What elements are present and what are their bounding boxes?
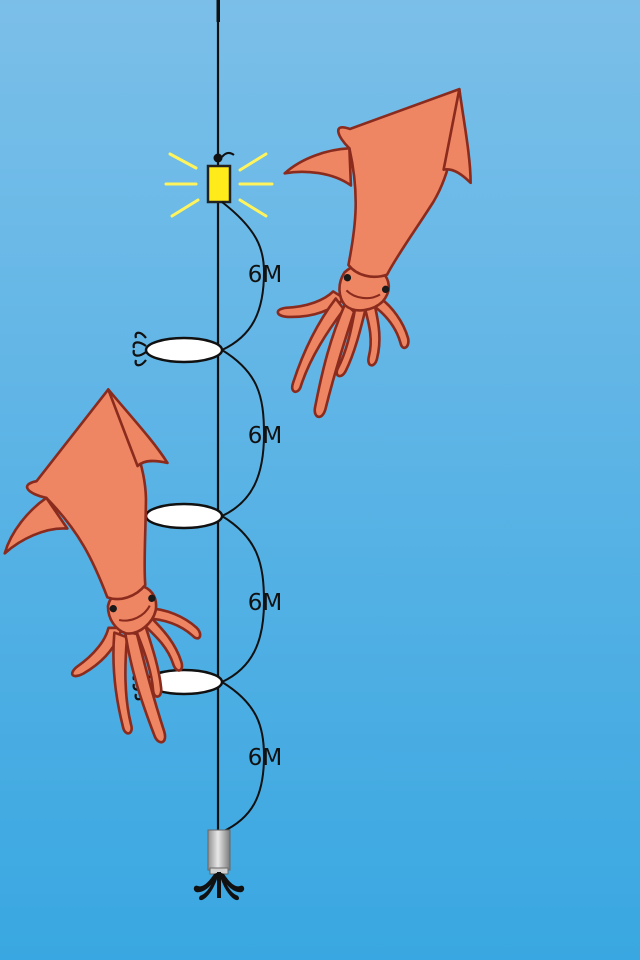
distance-arc-4 bbox=[221, 681, 266, 833]
distance-arc-2 bbox=[221, 349, 266, 517]
segment-length-label-3: 6M bbox=[248, 590, 282, 616]
segment-length-label-4: 6M bbox=[248, 745, 282, 771]
segment-length-label-1: 6M bbox=[248, 262, 282, 288]
fishing-light-icon bbox=[164, 152, 274, 218]
distance-arc-3 bbox=[221, 515, 266, 683]
distance-arc-1 bbox=[221, 201, 266, 351]
segment-length-label-2: 6M bbox=[248, 423, 282, 449]
distance-arcs bbox=[221, 201, 266, 833]
squid-lure-icon bbox=[132, 331, 224, 367]
main-line bbox=[213, 0, 235, 832]
squid-jig-icon bbox=[193, 829, 245, 901]
